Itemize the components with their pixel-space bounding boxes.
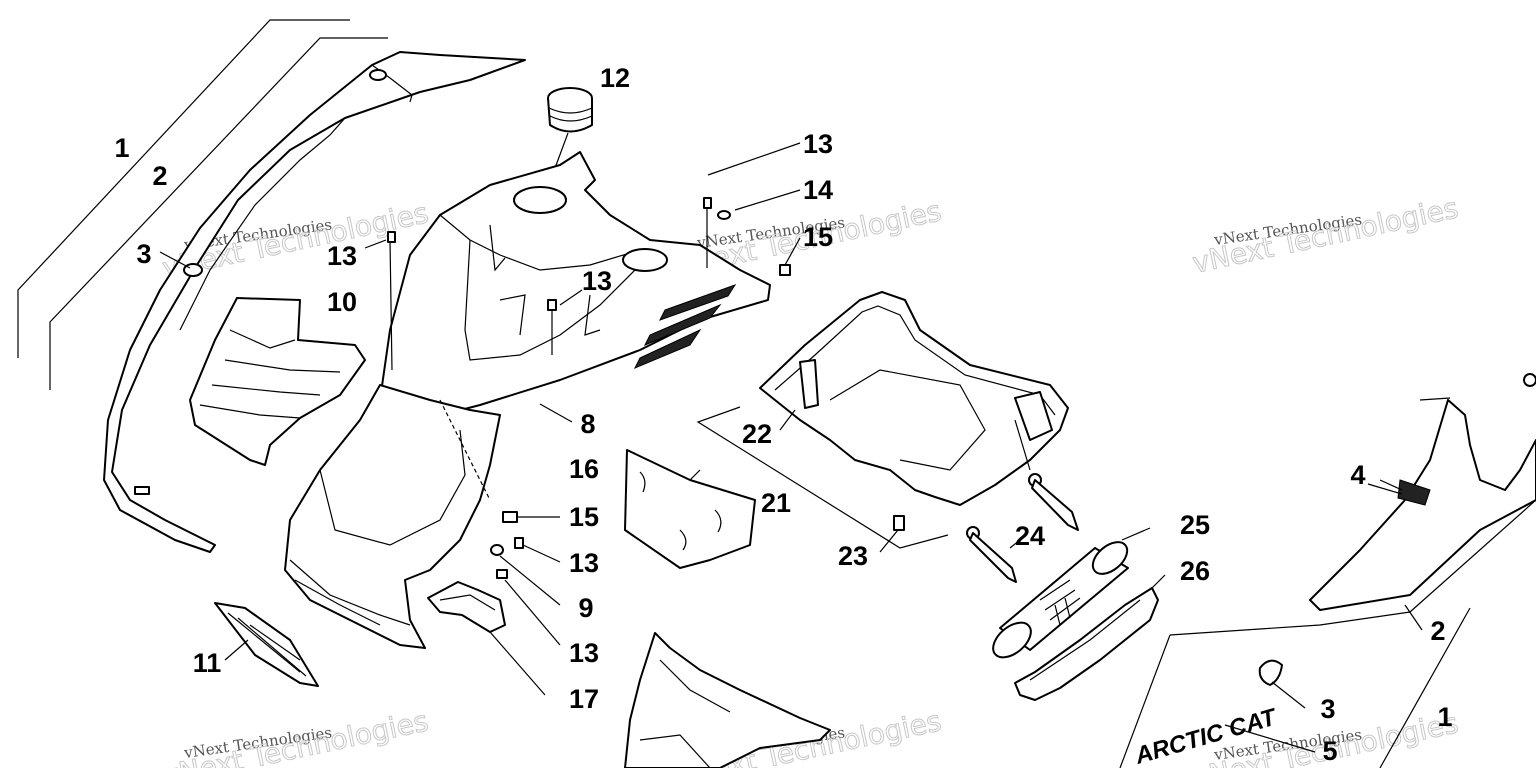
callout-21: 21: [761, 488, 791, 518]
console-tray-part-22: [759, 291, 1069, 506]
vent-grille-part-10: [189, 297, 366, 466]
callout-8: 8: [580, 409, 595, 439]
callout-24: 24: [1015, 521, 1045, 551]
callout-4: 4: [1350, 460, 1365, 490]
side-panel-right: [1309, 373, 1536, 611]
side-panel-left: [103, 51, 526, 553]
housing-part-26: [1014, 574, 1166, 701]
upper-right-fasteners: [703, 197, 791, 276]
callout-13: 13: [803, 129, 833, 159]
callout-9: 9: [578, 593, 593, 623]
callout-22: 22: [742, 419, 772, 449]
callout-26: 26: [1180, 556, 1210, 586]
callout-23: 23: [838, 541, 868, 571]
callout-13: 13: [569, 548, 599, 578]
callout-1: 1: [114, 133, 129, 163]
leader-lines: [159, 142, 1423, 753]
callout-10: 10: [327, 287, 357, 317]
front-nose-fairing: [284, 384, 501, 649]
mesh-badge-part-11: [214, 602, 319, 687]
callout-13: 13: [327, 241, 357, 271]
callout-3: 3: [1320, 694, 1335, 724]
callout-15: 15: [569, 502, 599, 532]
console-outline-part-21: [696, 406, 949, 549]
callout-14: 14: [803, 175, 833, 205]
clip-part-23: [879, 515, 905, 553]
callout-16: 16: [569, 454, 599, 484]
hood-upper-cowl-part-8: [379, 151, 771, 421]
callout-25: 25: [1180, 510, 1210, 540]
callout-3: 3: [136, 239, 151, 269]
callout-13: 13: [569, 638, 599, 668]
windshield-part-16: [624, 449, 756, 569]
callout-2: 2: [1430, 616, 1445, 646]
bracket-part-17: [427, 581, 546, 696]
callout-12: 12: [600, 63, 630, 93]
callout-1: 1: [1437, 702, 1452, 732]
filter-cylinder-part-25: [992, 527, 1151, 659]
callout-5: 5: [1322, 736, 1337, 766]
callout-15: 15: [803, 222, 833, 252]
lower-center-panel: [624, 632, 831, 768]
callout-13: 13: [582, 266, 612, 296]
rods-part-24: [966, 473, 1079, 583]
center-fasteners: [490, 511, 561, 646]
decal-bracket-right: [1119, 499, 1536, 768]
callout-2: 2: [152, 161, 167, 191]
callout-11: 11: [193, 648, 222, 678]
grommet-part-3-right: [1258, 659, 1306, 709]
boot-part-12: [544, 87, 593, 196]
decal-bracket-left: [17, 19, 388, 390]
watermark-outline-text: vNext Technologies: [160, 704, 432, 768]
callout-17: 17: [569, 684, 599, 714]
